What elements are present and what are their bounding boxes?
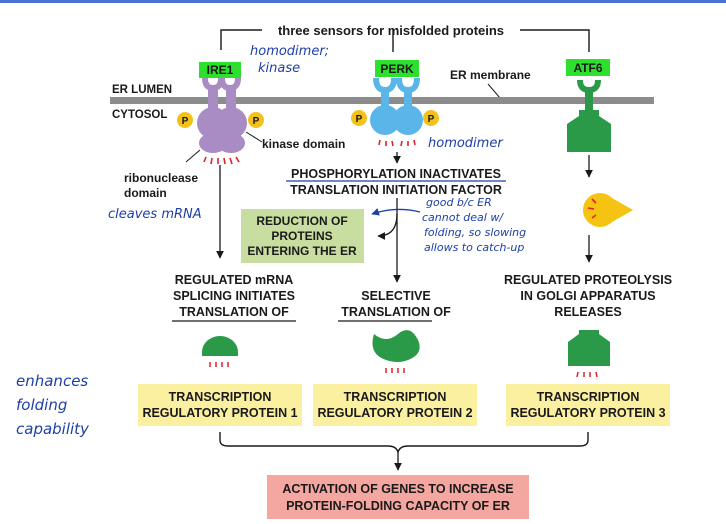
kinase-domain-label: kinase domain [262, 137, 345, 151]
trp1-text-2: REGULATORY PROTEIN 1 [142, 406, 297, 420]
selective-text-1: SELECTIVE [361, 289, 430, 303]
activation-text-1: ACTIVATION OF GENES TO INCREASE [282, 482, 513, 496]
perk-label: PERK [380, 62, 414, 76]
trp3-marks [576, 371, 598, 378]
regulated-text-2: SPLICING INITIATES [173, 289, 295, 303]
note-ire1-2: kinase [258, 61, 300, 76]
regulated-text-3: TRANSLATION OF [179, 305, 289, 319]
note-good-3: folding, so slowing [424, 226, 526, 239]
ribonuclease-label-1: ribonuclease [124, 171, 198, 185]
ribonuclease-leader [185, 149, 201, 163]
activation-text-2: PROTEIN-FOLDING CAPACITY OF ER [286, 499, 510, 513]
note-good-4: allows to catch-up [424, 241, 524, 254]
perk-highlight [375, 60, 419, 77]
golgi-protease [582, 193, 633, 227]
trp1-box [138, 384, 302, 426]
selective-text-2: TRANSLATION OF [341, 305, 451, 319]
perk-phosphate-left: P [351, 110, 367, 126]
ire1-label: IRE1 [207, 63, 234, 77]
reduction-text-3: ENTERING THE ER [247, 244, 357, 258]
er-membrane-label: ER membrane [450, 68, 531, 82]
reduction-box [241, 209, 364, 263]
trp2-marks [385, 368, 405, 373]
ire1-dimer [197, 77, 247, 153]
note-enhances-1: enhances [16, 372, 88, 390]
sensors-bracket [220, 29, 590, 52]
ire1-phosphate-left: P [177, 112, 193, 128]
trp2-box [313, 384, 477, 426]
er-membrane-leader [487, 83, 501, 99]
note-enhances-3: capability [16, 420, 90, 438]
proteolysis-text-2: IN GOLGI APPARATUS [520, 289, 655, 303]
protease-marks [587, 198, 597, 219]
ire1-rnase-marks [203, 156, 240, 165]
note-good-1: good b/c ER [426, 196, 492, 209]
note-cleaves: cleaves mRNA [108, 207, 202, 222]
trp1-marks [209, 362, 229, 367]
atf6-highlight [566, 59, 610, 76]
svg-text:P: P [356, 114, 363, 125]
note-ire1-1: homodimer; [250, 44, 329, 59]
ribonuclease-label-2: domain [124, 186, 167, 200]
er-lumen-label: ER LUMEN [112, 84, 172, 96]
bottom-bracket [219, 432, 589, 455]
phospho-text-1: PHOSPHORYLATION INACTIVATES [291, 167, 501, 181]
ire1-highlight [199, 62, 241, 78]
perk-phosphate-right: P [423, 110, 439, 126]
three-sensors-title: three sensors for misfolded proteins [278, 23, 504, 38]
trp2-text-1: TRANSCRIPTION [344, 390, 447, 404]
trp1-protein [202, 336, 238, 356]
activation-box [267, 475, 529, 519]
trp2-protein [372, 330, 420, 362]
trp3-text-2: REGULATORY PROTEIN 3 [510, 406, 665, 420]
trp3-box [506, 384, 670, 426]
proteolysis-text-1: REGULATED PROTEOLYSIS [504, 273, 672, 287]
svg-text:P: P [253, 116, 260, 127]
reduction-text-2: PROTEINS [271, 229, 332, 243]
perk-marks [378, 139, 416, 147]
top-rule [0, 0, 726, 3]
note-perk: homodimer [428, 136, 504, 151]
note-good-arrow [371, 208, 421, 216]
svg-text:P: P [428, 114, 435, 125]
trp1-text-1: TRANSCRIPTION [169, 390, 272, 404]
note-good-2: cannot deal w/ [422, 211, 504, 224]
note-enhances-2: folding [16, 396, 67, 414]
svg-text:P: P [182, 116, 189, 127]
ire1-phosphate-right: P [248, 112, 264, 128]
perk-dimer [370, 77, 423, 135]
trp3-protein [568, 330, 610, 366]
kinase-leader [245, 131, 263, 143]
trp2-text-2: REGULATORY PROTEIN 2 [317, 406, 472, 420]
atf6-label: ATF6 [573, 61, 602, 75]
proteolysis-text-3: RELEASES [554, 305, 621, 319]
reduction-text-1: REDUCTION OF [256, 214, 347, 228]
atf6-sensor [567, 79, 611, 152]
cytosol-label: CYTOSOL [112, 109, 167, 121]
trp3-text-1: TRANSCRIPTION [537, 390, 640, 404]
regulated-text-1: REGULATED mRNA [175, 273, 294, 287]
phospho-to-reduction-arrow [377, 213, 398, 240]
phospho-text-2: TRANSLATION INITIATION FACTOR [290, 183, 502, 197]
